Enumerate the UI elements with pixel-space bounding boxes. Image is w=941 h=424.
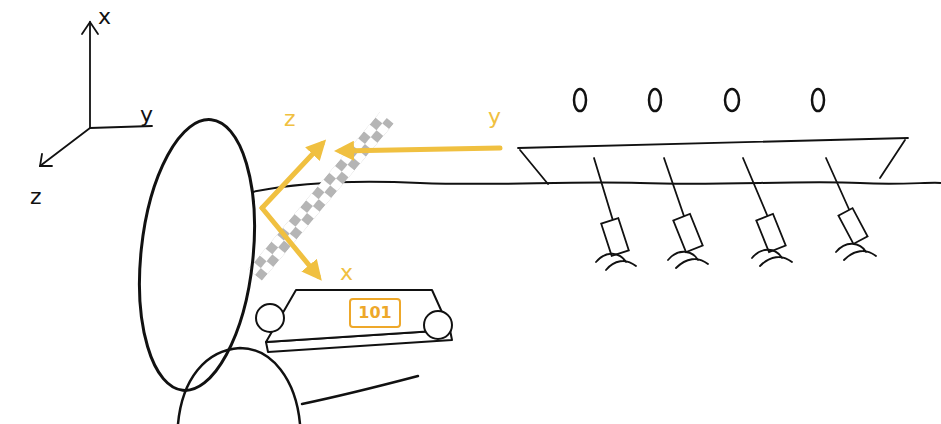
checkerboard: [248, 112, 394, 281]
axis-label: x: [98, 6, 111, 28]
ripples: [596, 244, 876, 270]
world-frame: [40, 22, 152, 166]
camera-frame: [262, 144, 500, 276]
tablet: [256, 290, 452, 352]
rowing-boat: [518, 89, 908, 224]
axis-label: y: [488, 106, 501, 128]
camera-ellipse: [127, 114, 267, 396]
axis-label: x: [340, 262, 353, 284]
axis-label: z: [30, 186, 42, 208]
icon-text: 101: [358, 305, 391, 321]
oar-blades: [601, 208, 867, 256]
axis-label: z: [284, 108, 296, 130]
icon-box: 101: [349, 298, 401, 328]
person: [178, 348, 418, 424]
axis-label: y: [140, 104, 153, 126]
